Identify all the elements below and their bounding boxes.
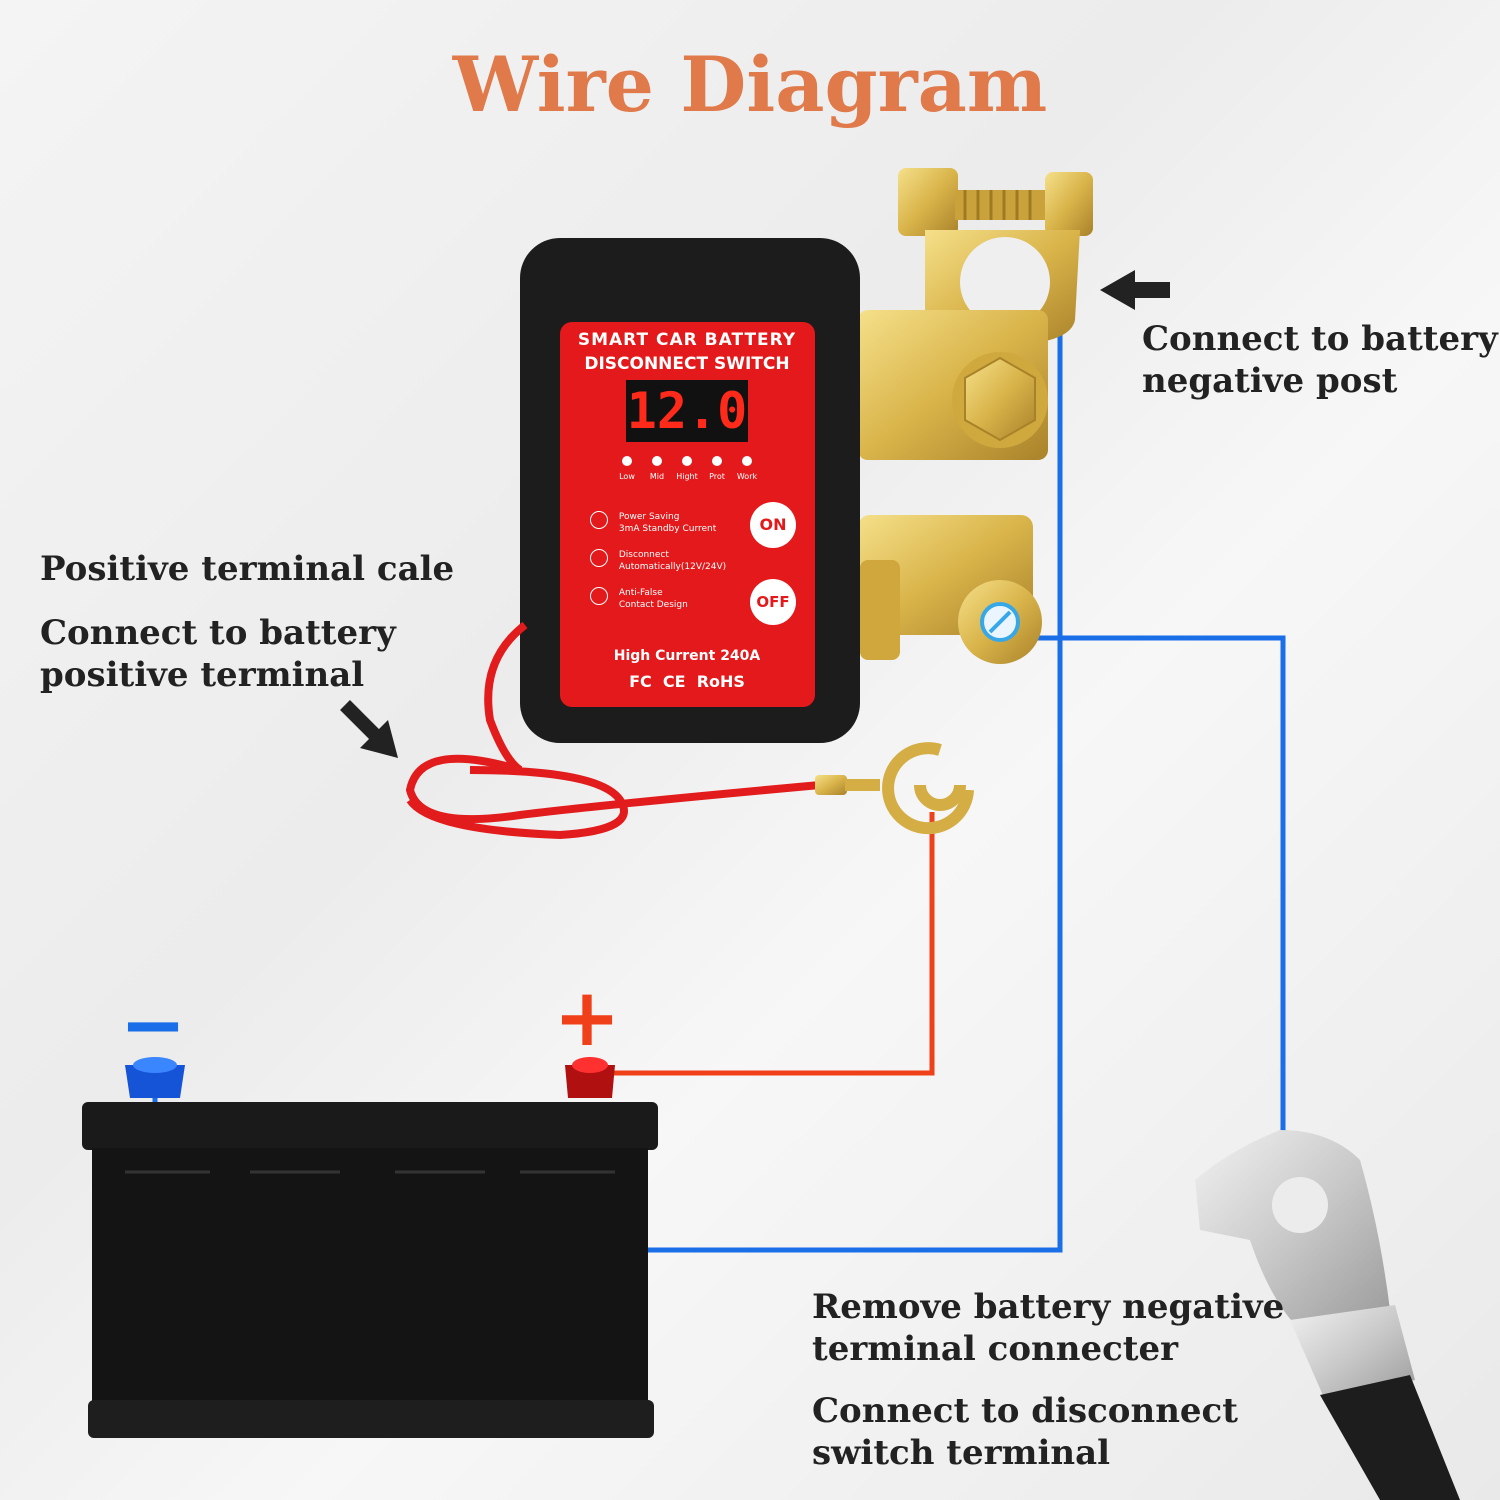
certification-marks: FC CE RoHS — [629, 672, 745, 691]
feature-line2: Automatically(12V/24V) — [618, 562, 727, 572]
arrow-to-positive-cable-icon — [340, 700, 398, 758]
device-heading-line1: SMART CAR BATTERY — [577, 330, 797, 350]
current-rating: High Current 240A — [613, 648, 761, 664]
switch-terminal — [858, 515, 1042, 664]
indicator-hight: Hight — [672, 456, 702, 481]
indicator-label: Mid — [649, 472, 665, 481]
anti-false-icon — [590, 587, 608, 605]
feature-line2: Contact Design — [618, 600, 688, 610]
arrow-to-negative-post-icon — [1100, 270, 1170, 310]
negative-wire-to-connector — [1015, 635, 1286, 1140]
negative-post-clamp — [858, 168, 1093, 460]
indicator-prot: Prot — [702, 456, 732, 481]
indicator-row: Low Mid Hight Prot Work — [612, 456, 762, 481]
feature-line1: Anti-False — [618, 588, 663, 598]
feature-anti-false: Anti-False Contact Design — [590, 587, 688, 611]
label-disconnect-switch: Connect to disconnect switch terminal — [812, 1390, 1238, 1474]
car-battery — [82, 1057, 658, 1438]
positive-symbol: + — [553, 971, 621, 1064]
indicator-dot — [742, 456, 752, 466]
label-remove-negative: Remove battery negative terminal connect… — [812, 1286, 1284, 1370]
device-heading-line2: DISCONNECT SWITCH — [584, 354, 790, 374]
label-line: Connect to disconnect — [812, 1391, 1238, 1431]
indicator-dot — [622, 456, 632, 466]
indicator-label: Hight — [676, 472, 698, 481]
auto-disconnect-icon — [590, 549, 608, 567]
indicator-dot — [652, 456, 662, 466]
label-positive-terminal: Connect to battery positive terminal — [40, 612, 396, 696]
label-line: negative post — [1142, 361, 1398, 401]
label-line: Remove battery negative — [812, 1287, 1285, 1327]
off-button[interactable]: OFF — [750, 579, 796, 625]
indicator-mid: Mid — [642, 456, 672, 481]
label-line: terminal connecter — [812, 1329, 1179, 1369]
label-line: positive terminal — [40, 655, 365, 695]
indicator-label: Work — [736, 472, 758, 481]
negative-terminal-connector — [1195, 1130, 1460, 1500]
label-line: Connect to battery — [40, 613, 396, 653]
label-positive-cable: Positive terminal cale — [40, 549, 455, 589]
indicator-dot — [682, 456, 692, 466]
indicator-low: Low — [612, 456, 642, 481]
indicator-label: Low — [619, 472, 635, 481]
indicator-label: Prot — [709, 472, 725, 481]
label-line: Connect to battery — [1142, 319, 1498, 359]
indicator-work: Work — [732, 456, 762, 481]
voltage-display: 12.0 — [626, 382, 748, 440]
feature-line2: 3mA Standby Current — [618, 524, 717, 534]
feature-power-saving: Power Saving 3mA Standby Current — [590, 511, 716, 535]
label-line: switch terminal — [812, 1433, 1111, 1473]
on-button[interactable]: ON — [750, 502, 796, 548]
positive-wire — [590, 812, 935, 1076]
negative-symbol: − — [119, 978, 187, 1071]
positive-terminal-cable — [405, 621, 974, 840]
diagram-title: Wire Diagram — [452, 40, 1048, 129]
indicator-dot — [712, 456, 722, 466]
disconnect-switch-device — [520, 238, 860, 743]
feature-line1: Disconnect — [618, 550, 669, 560]
label-negative-post: Connect to battery negative post — [1142, 318, 1498, 402]
feature-line1: Power Saving — [618, 512, 680, 522]
power-saving-icon — [590, 511, 608, 529]
feature-disconnect: Disconnect Automatically(12V/24V) — [590, 549, 726, 573]
